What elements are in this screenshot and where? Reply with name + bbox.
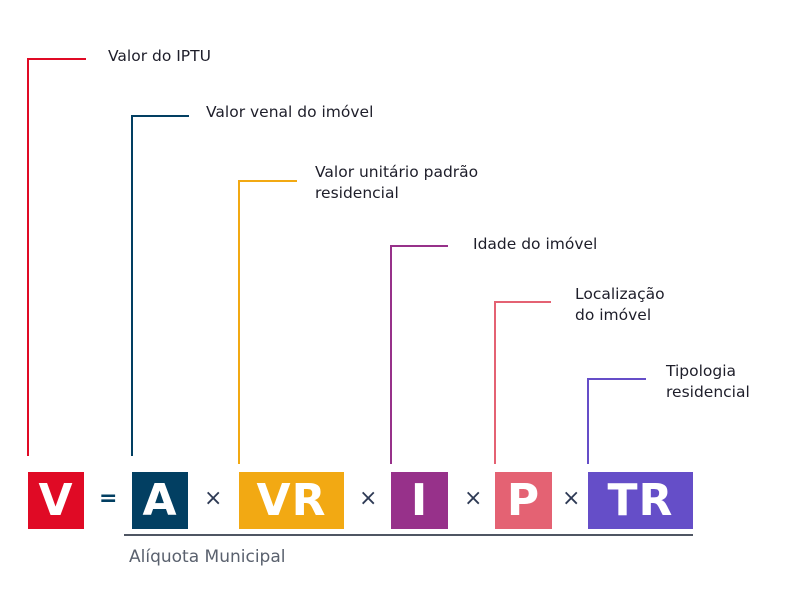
- term-i: I: [391, 472, 448, 529]
- term-a: A: [132, 472, 188, 529]
- label-idade: Idade do imóvel: [473, 235, 598, 253]
- term-v: V: [28, 472, 84, 529]
- equals-sign: =: [99, 486, 118, 511]
- label-tipologia: Tipologia residencial: [666, 362, 750, 401]
- label-valor-venal: Valor venal do imóvel: [206, 103, 374, 121]
- term-p: P: [495, 472, 552, 529]
- times-sign-1: ×: [204, 486, 223, 511]
- label-localizacao: Localização do imóvel: [575, 285, 665, 324]
- times-sign-4: ×: [562, 486, 581, 511]
- term-tr: TR: [588, 472, 693, 529]
- label-valor-unitario: Valor unitário padrão residencial: [315, 163, 479, 202]
- bracket-label: Alíquota Municipal: [129, 547, 286, 567]
- times-sign-3: ×: [464, 486, 483, 511]
- term-vr: VR: [239, 472, 344, 529]
- times-sign-2: ×: [359, 486, 378, 511]
- label-valor-iptu: Valor do IPTU: [108, 47, 211, 65]
- bracket-underline: [124, 534, 693, 536]
